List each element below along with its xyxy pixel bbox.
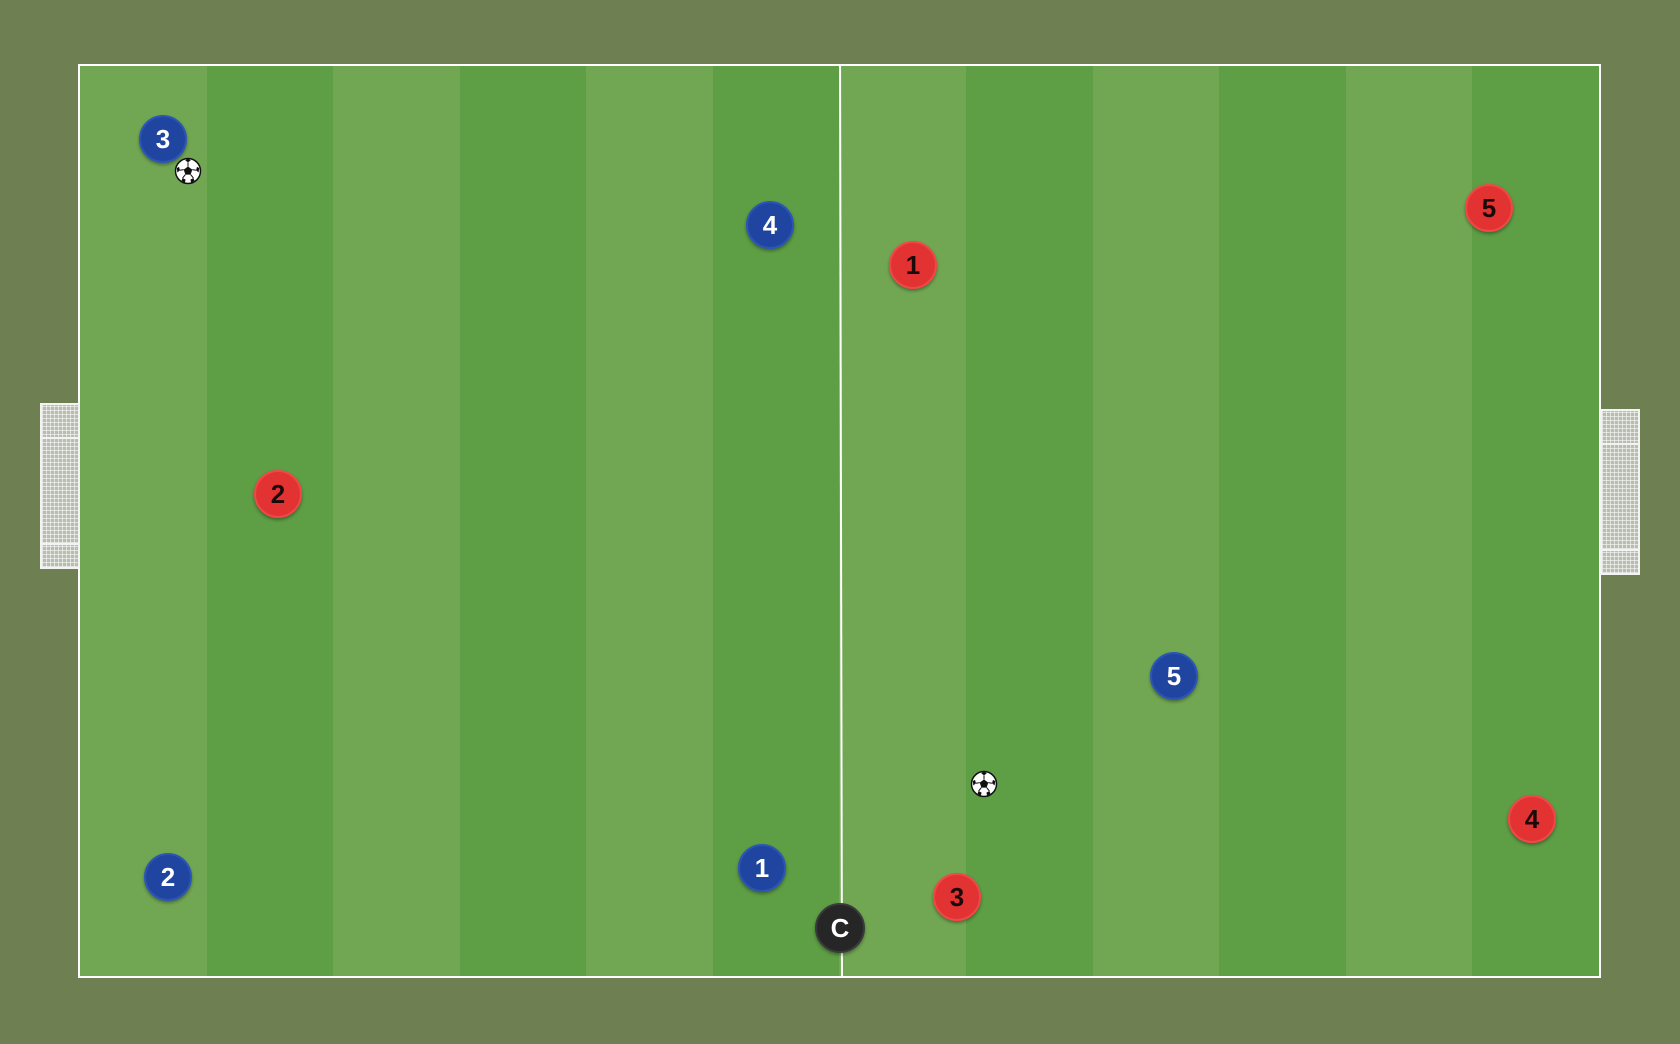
blue-player-token[interactable]: 3 <box>139 115 187 163</box>
red-player-token[interactable]: 5 <box>1465 184 1513 232</box>
grass-stripe <box>1345 66 1473 976</box>
coach-token[interactable]: C <box>815 903 865 953</box>
grass-stripe <box>1219 66 1346 976</box>
red-player-token[interactable]: 1 <box>889 241 937 289</box>
blue-player-token[interactable]: 1 <box>738 844 786 892</box>
goal-net-line <box>1602 549 1638 551</box>
goal-net-line <box>42 543 78 545</box>
red-player-token[interactable]: 4 <box>1508 795 1556 843</box>
grass-stripe <box>839 66 967 976</box>
goal-net-line <box>42 437 78 439</box>
grass-stripe <box>206 66 334 976</box>
right-goal <box>1600 409 1640 575</box>
blue-player-token[interactable]: 2 <box>144 853 192 901</box>
red-player-token[interactable]: 3 <box>933 873 981 921</box>
soccer-ball-icon <box>970 770 998 798</box>
grass-stripe <box>333 66 460 976</box>
left-goal <box>40 403 80 569</box>
soccer-ball-icon[interactable] <box>970 770 998 798</box>
soccer-ball-icon[interactable] <box>174 157 202 185</box>
red-player-token[interactable]: 2 <box>254 470 302 518</box>
grass-stripe <box>1092 66 1220 976</box>
grass-stripe <box>459 66 587 976</box>
grass-stripe <box>586 66 713 976</box>
blue-player-token[interactable]: 4 <box>746 201 794 249</box>
grass-stripe <box>80 66 207 976</box>
soccer-ball-icon <box>174 157 202 185</box>
blue-player-token[interactable]: 5 <box>1150 652 1198 700</box>
goal-net-line <box>1602 443 1638 445</box>
grass-stripe <box>966 66 1093 976</box>
